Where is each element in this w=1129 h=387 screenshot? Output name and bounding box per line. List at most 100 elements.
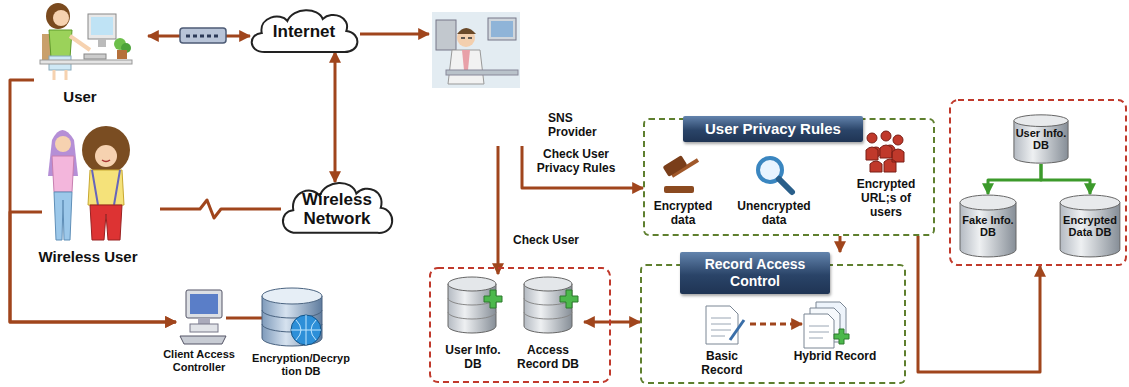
connector-arrow (750, 323, 802, 326)
user-icon-part (46, 3, 70, 29)
wireless-user-node: Wireless User (18, 120, 160, 272)
magnifier-icon (758, 158, 792, 192)
document-icon-part (711, 318, 731, 336)
provider-icon-part (491, 21, 513, 37)
wireless-user-icon-part (82, 126, 130, 174)
edge-label: Check User Privacy Rules (526, 148, 626, 176)
wireless-user-icon-part (52, 156, 74, 192)
provider-icon-part (436, 20, 456, 50)
database-node: Encrypted Data DB (1058, 194, 1122, 258)
rule-item: Unencrypted data (728, 154, 822, 234)
node-label: Fake Info. DB (959, 214, 1017, 239)
edge-label: Check User (504, 234, 588, 248)
node-label: Unencrypted data (728, 200, 820, 228)
user-icon-part (53, 10, 69, 26)
connector-arrow (226, 317, 262, 320)
database-globe-icon-part (262, 288, 322, 304)
wireless-user-icon-part (92, 170, 120, 205)
provider-icon-part (461, 37, 472, 39)
connector-arrow (360, 33, 429, 36)
node-label: Encrypted Data DB (1059, 214, 1121, 239)
database-globe-icon-part (291, 315, 321, 345)
record-item: Basic Record (684, 300, 762, 380)
connector-arrow (160, 200, 281, 218)
node-label: Encrypted URL;s of users (846, 178, 926, 219)
computer-icon (180, 290, 226, 344)
provider-icon-part (462, 50, 470, 70)
document-icon-part (730, 320, 744, 340)
people-icon-part (893, 135, 903, 145)
wireless-user-icon-part (54, 192, 72, 240)
provider-icon-part (432, 12, 520, 88)
database-icon-part (560, 290, 578, 308)
computer-icon-part (190, 294, 218, 314)
group-outline (430, 268, 610, 382)
user-node: User (28, 2, 148, 108)
group-outline (950, 100, 1126, 265)
database-node: Fake Info. DB (958, 194, 1018, 258)
wireless-user-icon-part (55, 136, 71, 152)
node-label: Wireless Network (284, 190, 390, 229)
cloud-node: Wireless Network (276, 178, 398, 240)
user-icon-part (49, 30, 72, 58)
database-icon-part (448, 277, 496, 291)
wireless-user-icon-part (88, 170, 124, 205)
provider-icon (432, 12, 520, 88)
document-icon (706, 306, 744, 344)
user-icon-part (98, 39, 106, 47)
gavel-icon-part (662, 155, 687, 177)
gavel-icon-part (664, 186, 694, 193)
database-node: User Info. DB (438, 274, 510, 380)
user-icon-part (54, 70, 66, 80)
database-icon (524, 277, 578, 333)
cloud-shape (276, 178, 398, 240)
node-label: Internet (251, 22, 357, 42)
provider-icon-part (448, 50, 484, 84)
people-icon-part (881, 131, 891, 141)
people-icon-part (866, 145, 904, 172)
database-shape (1058, 194, 1122, 258)
router-icon (180, 28, 226, 43)
gavel-icon (662, 155, 698, 193)
documents-icon-part (809, 326, 829, 338)
user-icon-part (84, 54, 106, 59)
database-icon-part (484, 290, 502, 308)
node-label: User (50, 88, 110, 105)
node-label: Encryption/Decryption DB (252, 352, 350, 377)
connector-arrow (988, 164, 1041, 194)
router-icon-part (180, 28, 226, 43)
document-icon-part (706, 306, 738, 344)
node-label: User Info. DB (1013, 127, 1069, 152)
provider-node: SNS Provider (428, 6, 612, 146)
wireless-user-icon (48, 126, 130, 240)
user-icon-part (88, 14, 116, 39)
provider-icon-part (457, 29, 475, 47)
connector-arrow (522, 146, 643, 188)
connector-arrow (10, 80, 176, 322)
database-icon-part (524, 277, 572, 291)
node-label: Client Access Controller (160, 348, 238, 373)
node-label: Hybrid Record (790, 350, 880, 364)
node-label: Basic Record (684, 350, 760, 378)
user-icon-part (40, 60, 132, 64)
database-node: Encryption/Decryption DB (252, 284, 352, 384)
database-shape (1012, 114, 1070, 164)
provider-icon-part (488, 18, 516, 40)
database-globe-icon-part (291, 315, 321, 345)
node-label: Wireless User (18, 248, 158, 265)
group-heading: Record Access Control (680, 252, 830, 294)
controller-node: Client Access Controller (160, 284, 240, 384)
people-icon (866, 131, 904, 172)
rules-group: User Privacy RulesEncrypted dataUnencryp… (643, 116, 935, 236)
connector-arrow (1041, 164, 1090, 194)
node-label: User Info. DB (438, 344, 508, 372)
connector-arrow (839, 236, 842, 252)
documents-icon-part (834, 329, 849, 344)
access-control-group: Record Access ControlBasic Record Hybrid … (640, 252, 906, 384)
database-shape (958, 194, 1018, 258)
node-label: SNS Provider (548, 112, 610, 140)
rule-item: Encrypted data (648, 154, 720, 234)
user-icon-part (117, 50, 127, 59)
